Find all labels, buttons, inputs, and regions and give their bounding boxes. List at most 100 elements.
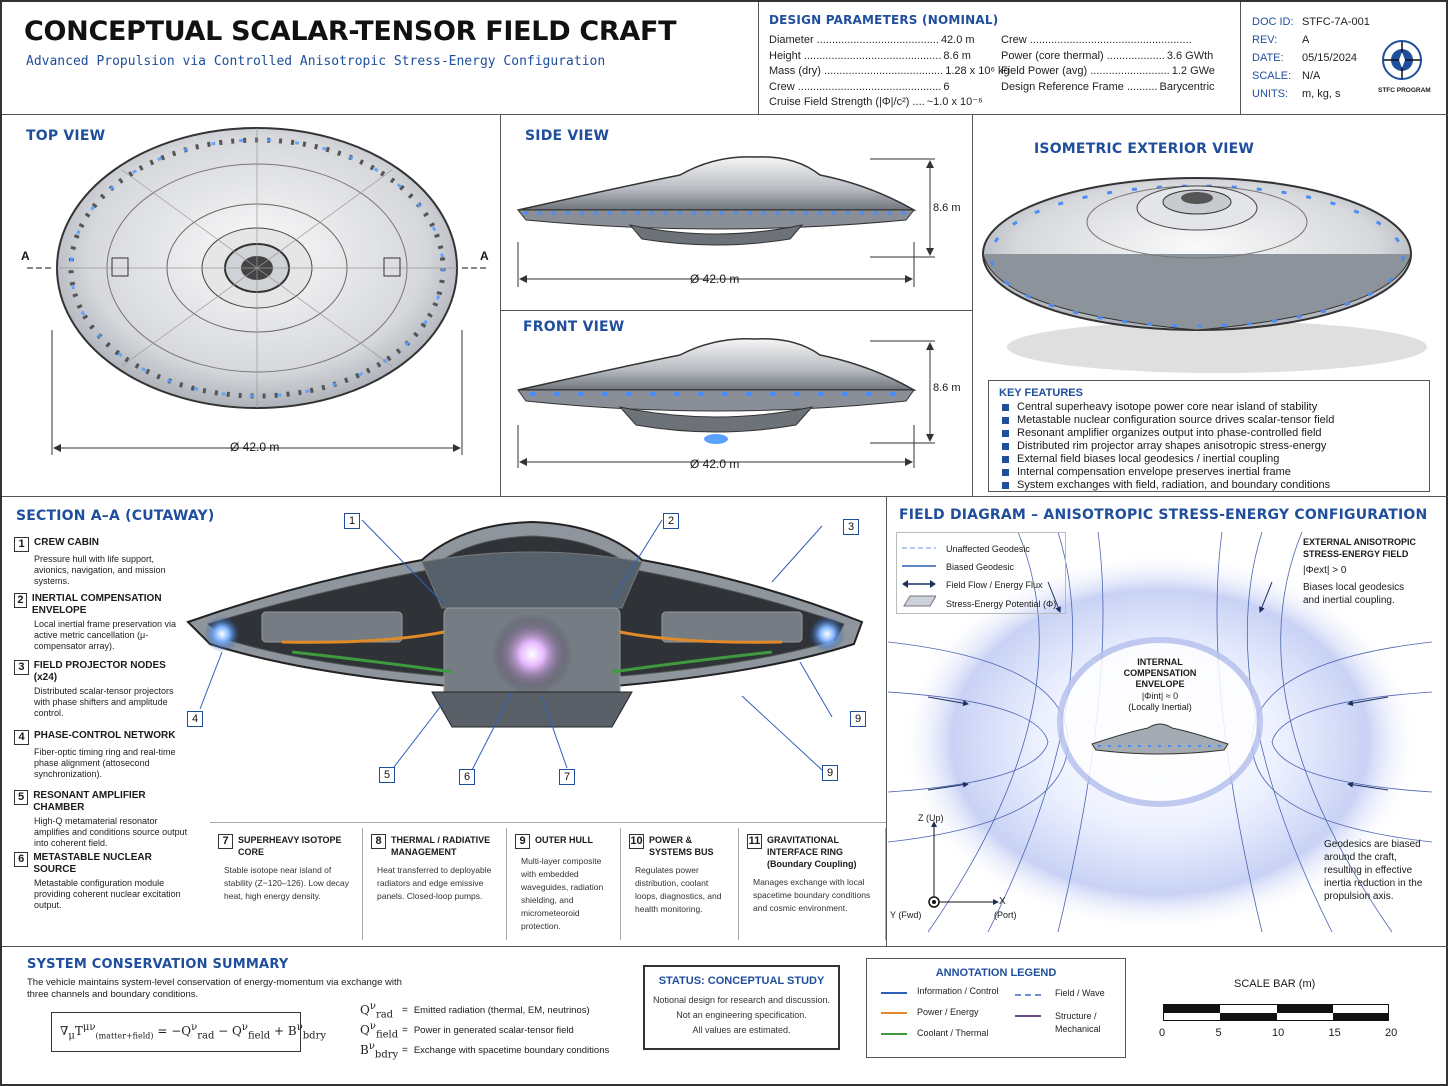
- annotation-heading: FIELD PROJECTOR NODES (x24): [33, 660, 166, 683]
- section-marker-right: A: [480, 249, 489, 263]
- side-view-title: SIDE VIEW: [525, 128, 610, 144]
- callout-9: 9: [850, 711, 866, 727]
- field-diagram-title: FIELD DIAGRAM – ANISOTROPIC STRESS-ENERG…: [899, 507, 1428, 523]
- doc-id-value: STFC-7A-001: [1302, 16, 1370, 28]
- conservation-equation-box: [51, 1012, 301, 1052]
- annotation-body: Distributed scalar-tensor projectors wit…: [34, 686, 174, 718]
- component-number: 10: [629, 834, 644, 849]
- param-row-left-2: Mass (dry) .............................…: [769, 64, 1010, 80]
- status-box: STATUS: CONCEPTUAL STUDY Notional design…: [643, 965, 840, 1050]
- rev-value: A: [1302, 34, 1310, 46]
- param-row-right-0: Crew ...................................…: [1001, 33, 1233, 49]
- annotation-heading: METASTABLE NUCLEAR SOURCE: [33, 852, 152, 875]
- design-params-title: DESIGN PARAMETERS (NOMINAL): [769, 13, 999, 27]
- component-card-head: 10 POWER & SYSTEMS BUS: [629, 834, 730, 858]
- stress-energy-potential-icon: [902, 594, 937, 613]
- conservation-equation: ∇μTμν(matter+field) = −Qνrad − Qνfield +…: [60, 1022, 327, 1042]
- date-label: DATE:: [1252, 52, 1284, 64]
- scale-tick-label: 15: [1328, 1027, 1341, 1039]
- unaffected-geodesic-icon: [902, 540, 936, 558]
- legend-swatch-structure: [1015, 1015, 1041, 1017]
- component-body: Regulates power distribution, coolant lo…: [635, 865, 722, 914]
- component-body: Heat transferred to deployable radiators…: [377, 865, 492, 901]
- param-label: Crew ...................................…: [1001, 34, 1192, 46]
- param-value: 3.6 GWth: [1166, 49, 1214, 62]
- callout-9: 9: [822, 765, 838, 781]
- section-marker-left: A: [21, 249, 30, 263]
- term-symbol: Qνfield: [360, 1021, 399, 1041]
- callout-6: 6: [459, 769, 475, 785]
- annotation-number: 2: [14, 593, 27, 608]
- field-legend-item: Field Flow / Energy Flux: [902, 576, 1043, 594]
- callout-5: 5: [379, 767, 395, 783]
- param-row-left-4: Cruise Field Strength (|Φ|/c²) ....~1.0 …: [769, 95, 991, 111]
- legend-swatch-power: [881, 1012, 907, 1014]
- term-symbol: Qνrad: [360, 1001, 394, 1021]
- legend-label-power: Power / Energy: [917, 1007, 979, 1017]
- annotation-number: 5: [14, 790, 29, 805]
- scale-bar-title: SCALE BAR (m): [1234, 978, 1316, 990]
- annotation-heading: PHASE-CONTROL NETWORK: [34, 730, 176, 741]
- component-body: Manages exchange with local spacetime bo…: [753, 877, 871, 913]
- scale-label: SCALE:: [1252, 70, 1292, 82]
- field-legend-item: Stress-Energy Potential (Φ): [902, 594, 1056, 613]
- top-view-title: TOP VIEW: [26, 128, 106, 144]
- biased-geodesic-icon: [902, 558, 936, 576]
- front-view-title: FRONT VIEW: [523, 319, 625, 335]
- param-label: Design Reference Frame ..........: [1001, 80, 1158, 93]
- section-title: SECTION A–A (CUTAWAY): [16, 508, 215, 524]
- field-diagram-drawing: [888, 531, 1433, 933]
- status-line-2: Not an engineering specification.: [676, 1010, 807, 1020]
- field-legend-label: Field Flow / Energy Flux: [946, 580, 1043, 590]
- rev-label: REV:: [1252, 34, 1278, 46]
- conservation-term: Qνfield=Power in generated scalar-tensor…: [360, 1021, 574, 1040]
- units-value: m, kg, s: [1302, 88, 1341, 100]
- param-value: 1.28 x 10⁶ kg: [945, 65, 1010, 77]
- callout-4: 4: [187, 711, 203, 727]
- rev-row: REV: A: [1252, 31, 1370, 49]
- key-features-panel: KEY FEATURES Central superheavy isotope …: [988, 380, 1430, 492]
- cutaway-drawing: [186, 519, 864, 775]
- callout-3: 3: [843, 519, 859, 535]
- design-params-right: Crew ...................................…: [1001, 33, 1233, 95]
- param-value: ~1.0 x 10⁻⁶: [926, 96, 983, 108]
- annotation-body: Pressure hull with life support, avionic…: [34, 554, 166, 586]
- units-label: UNITS:: [1252, 88, 1289, 100]
- term-equals: =: [402, 1025, 408, 1037]
- top-view-diameter: Ø 42.0 m: [230, 440, 280, 454]
- field-flow-icon: [902, 576, 936, 594]
- field-legend-label: Stress-Energy Potential (Φ): [946, 598, 1057, 609]
- param-value: Barycentric: [1159, 80, 1215, 93]
- key-feature-item: System exchanges with field, radiation, …: [999, 479, 1419, 492]
- program-label: STFC PROGRAM: [1378, 87, 1431, 94]
- isometric-view-drawing: [982, 177, 1427, 373]
- legend-label-field: Field / Wave: [1055, 988, 1105, 998]
- field-legend-label: Unaffected Geodesic: [946, 544, 1030, 554]
- key-features-title: KEY FEATURES: [999, 387, 1083, 399]
- date-value: 05/15/2024: [1302, 52, 1358, 64]
- component-body: Multi-layer composite with embedded wave…: [521, 856, 604, 931]
- legend-swatch-field: [1015, 994, 1041, 996]
- param-value: 42.0 m: [940, 34, 975, 46]
- external-field-body: Biases local geodesics and inertial coup…: [1303, 582, 1405, 606]
- internal-envelope-eq: |Φint| ≈ 0: [1141, 691, 1179, 701]
- legend-label-structure: Structure / Mechanical: [1055, 1011, 1101, 1034]
- axis-z-label: Z (Up): [918, 813, 944, 823]
- side-view-height: 8.6 m: [933, 202, 961, 214]
- param-row-right-1: Power (core thermal) ...................…: [1001, 49, 1233, 65]
- conservation-term: Bνbdry=Exchange with spacetime boundary …: [360, 1041, 609, 1060]
- scale-tick-label: 5: [1215, 1027, 1222, 1039]
- param-value: 6: [943, 80, 950, 93]
- front-view-drawing: [517, 338, 935, 468]
- component-heading: POWER & SYSTEMS BUS: [649, 835, 714, 857]
- term-description: Exchange with spacetime boundary conditi…: [413, 1045, 610, 1057]
- doc-info-block: DOC ID:STFC-7A-001 REV:A DATE:05/15/2024…: [1252, 13, 1370, 103]
